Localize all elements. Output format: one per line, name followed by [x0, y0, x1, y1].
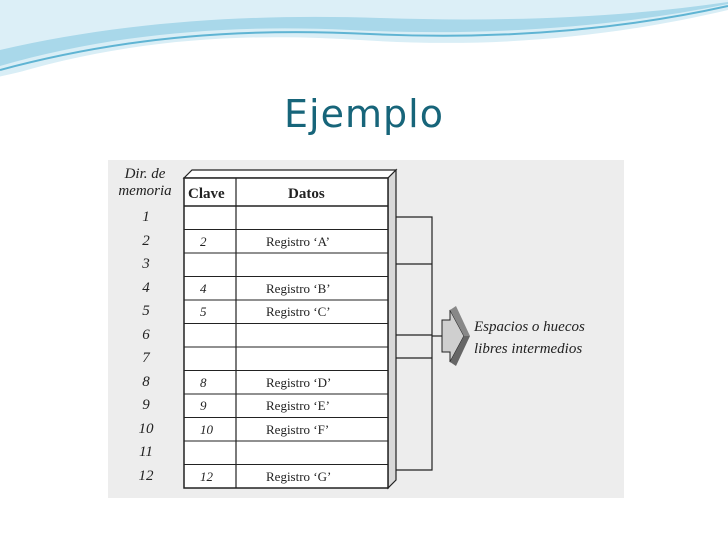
address-label: 11: [139, 444, 153, 460]
data-cell: Registro ‘G’: [266, 468, 332, 484]
table-top-face: [182, 169, 398, 179]
address-label: 2: [142, 232, 150, 249]
address-header: Dir. de memoria: [112, 166, 178, 200]
caption-line-1: Espacios o huecos: [474, 319, 585, 335]
column-header-data: Datos: [288, 186, 325, 202]
address-label: 12: [138, 467, 154, 484]
key-cell: 12: [200, 468, 213, 484]
address-label: 10: [138, 420, 154, 437]
address-label: 1: [142, 209, 150, 225]
key-cell: 2: [200, 233, 207, 249]
key-cell: 5: [200, 304, 207, 319]
caption-line-2: libres intermedios: [474, 341, 583, 357]
address-label: 8: [142, 373, 150, 390]
caption: Espacios o huecos libres intermedios: [474, 316, 624, 360]
free-slot-brackets: [396, 216, 442, 471]
address-label: 5: [142, 303, 150, 319]
address-label: 9: [142, 397, 150, 413]
key-cell: 4: [200, 280, 207, 296]
arrow-icon: [441, 306, 470, 366]
address-header-line-1: Dir. de: [124, 166, 166, 182]
data-cell: Registro ‘C’: [266, 304, 331, 319]
key-cell: 10: [200, 421, 213, 437]
address-label: 7: [142, 350, 150, 366]
address-label: 3: [142, 256, 150, 272]
column-header-key: Clave: [188, 186, 225, 202]
address-label: 4: [142, 279, 150, 296]
slide-title: Ejemplo: [284, 92, 444, 136]
address-header-line-2: memoria: [118, 183, 172, 199]
table-side-face: [387, 168, 397, 490]
data-cell: Registro ‘D’: [266, 374, 332, 390]
key-cell: 8: [200, 374, 207, 390]
data-cell: Registro ‘F’: [266, 421, 330, 437]
data-cell: Registro ‘E’: [266, 398, 330, 413]
table-diagram: [182, 168, 470, 490]
data-cell: Registro ‘A’: [266, 233, 330, 249]
header-wave-decoration: [0, 0, 728, 80]
key-cell: 9: [200, 398, 207, 413]
address-label: 6: [142, 326, 150, 343]
data-cell: Registro ‘B’: [266, 280, 331, 296]
